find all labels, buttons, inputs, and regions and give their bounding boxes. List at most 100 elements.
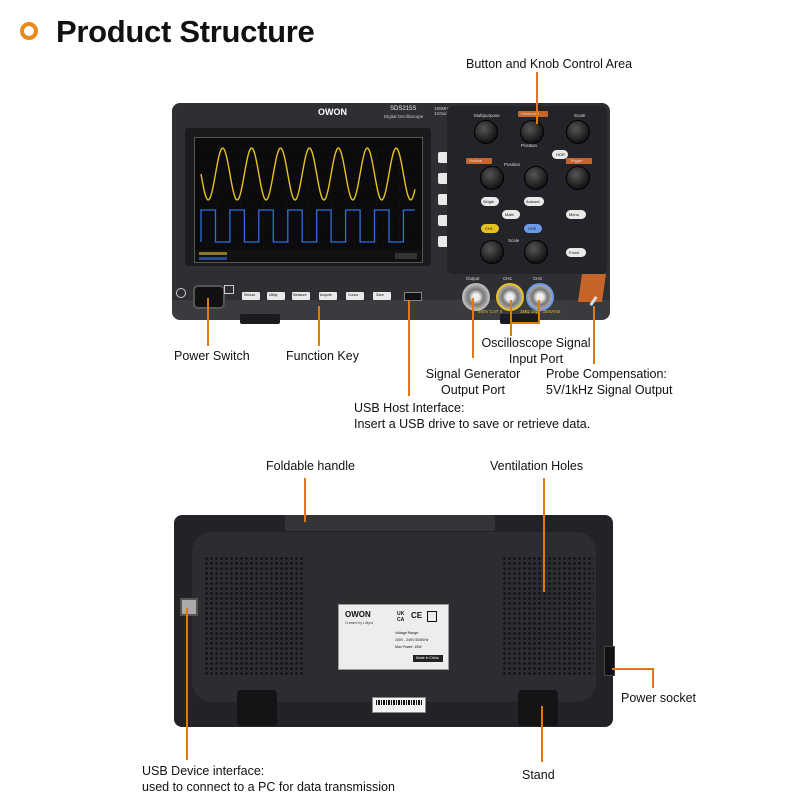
signal-generator-port[interactable] [462,283,490,311]
label-osc-input-1: Oscilloscope Signal [481,336,591,350]
callout-line-signal-gen [472,298,474,358]
callout-line-probe [593,306,595,364]
usb-device-port[interactable] [180,598,198,616]
side-softkey-1[interactable] [438,152,452,163]
input-rating-label: 1MΩ 15pF 300Vrms [520,309,561,314]
force-button[interactable]: Force [566,248,586,257]
serial-barcode-label [372,697,426,713]
side-softkey-4[interactable] [438,215,452,226]
ukca-mark: UK CA [397,611,405,623]
label-button-knob: Button and Knob Control Area [466,57,633,71]
hor-label: HOR [556,152,565,157]
menu-button[interactable]: Menu [566,210,586,219]
stand-right[interactable] [518,690,558,726]
oscilloscope-screen [194,137,423,263]
rating-label-card: OWON Created by Lilliput UK CA CE Voltag… [338,604,449,670]
callout-line-osc-join [511,322,539,324]
callout-line-vent [543,478,545,592]
model-subtitle: Digital Oscilloscope [384,114,424,119]
ch2-button[interactable]: CH2 [524,224,542,233]
fkey-cursor[interactable]: Cursor [346,292,364,300]
math-button[interactable]: Math [502,210,520,219]
label-voltage: Voltage Range: [395,631,419,635]
usb-port-icon[interactable] [404,292,422,301]
label-usb-host-2: Insert a USB drive to save or retrieve d… [354,417,591,431]
fkey-label: Acquire [320,293,332,297]
stand-left[interactable] [237,690,277,726]
model-label: SDS215S [390,106,417,112]
fkey-measure[interactable]: Measure [292,292,310,300]
ch1-scale-knob[interactable] [480,240,504,264]
side-softkey-2[interactable] [438,173,452,184]
power-socket-port[interactable] [604,646,615,676]
label-brand: OWON [345,610,371,619]
power-switch[interactable] [193,285,225,309]
ch1-port-label: CH1 [503,276,513,281]
label-made: Made in China [416,656,439,660]
callout-line-function [318,306,320,346]
callout-line-socket-v [652,668,654,688]
fkey-save[interactable]: Save [373,292,391,300]
horizontal-tab: Horizontal [518,111,548,117]
label-probe-comp-2: 5V/1kHz Signal Output [546,383,673,397]
label-signal-gen-2: Output Port [441,383,505,397]
ch1-position-knob[interactable] [480,166,504,190]
callout-line-socket-h [612,668,654,670]
label-probe-comp-1: Probe Compensation: [546,367,667,381]
label-usb-device-1: USB Device interface: [142,764,265,778]
side-softkey-3[interactable] [438,194,452,205]
ch2-port-label: CH2 [533,276,543,281]
single-button[interactable]: Single [481,197,499,206]
multipurpose-knob[interactable] [474,120,498,144]
screen-status-bar [195,250,422,262]
ch2-input-port[interactable] [526,283,554,311]
label-signal-gen-1: Signal Generator [425,367,521,381]
waveform-display [195,146,422,262]
fkey-acquire[interactable]: Acquire [319,292,337,300]
screen-grid [201,146,415,249]
fkey-label: Utility [269,293,278,297]
callout-line-power [207,298,209,346]
screen-clock-tag [395,253,417,259]
right-vent-holes [502,556,594,676]
horizontal-scale-knob[interactable] [566,120,590,144]
scale-label-top: Scale [574,113,586,118]
foldable-handle[interactable] [285,515,495,531]
output-label: Output [466,276,480,281]
fkey-label: Measure [293,293,307,297]
position-label-top: Position [521,143,538,148]
left-vent-holes [204,556,304,676]
callout-line-button-knob [536,72,538,124]
ch2-position-knob[interactable] [524,166,548,190]
fkey-utility[interactable]: Utility [267,292,285,300]
callout-line-osc-ch1 [510,300,512,336]
ch1-button[interactable]: CH1 [481,224,499,233]
label-stand: Stand [522,768,555,782]
callout-line-handle [304,478,306,522]
trigger-level-knob[interactable] [566,166,590,190]
probe-comp-tab [578,274,606,302]
ch2-scale-knob[interactable] [524,240,548,264]
ch2-label: CH2 [528,226,537,231]
label-created: Created by Lilliput [345,621,374,625]
autoset-label: Autoset [526,199,540,204]
autoset-button[interactable]: Autoset [524,197,544,206]
fkey-reload[interactable]: Reload [242,292,260,300]
position-label-vertical: Position [504,162,521,167]
scale-label-vertical: Scale [508,238,520,243]
barcode [376,700,422,705]
horizontal-position-knob[interactable] [520,120,544,144]
trigger-label: Trigger [570,158,583,163]
front-foot-right [500,314,540,324]
ch2-status-tag [199,257,227,260]
label-handle: Foldable handle [266,459,355,473]
label-power-switch: Power Switch [174,349,250,363]
spec-label: 150MHz 1GSa/s [434,106,451,116]
hor-button[interactable]: HOR [552,150,568,159]
multipurpose-label: Multipurpose [474,113,500,118]
front-foot-left [240,314,280,324]
label-osc-input-2: Input Port [508,352,564,366]
label-function-key: Function Key [286,349,359,363]
side-softkey-5[interactable] [438,236,452,247]
page-title: Product Structure [56,14,315,49]
